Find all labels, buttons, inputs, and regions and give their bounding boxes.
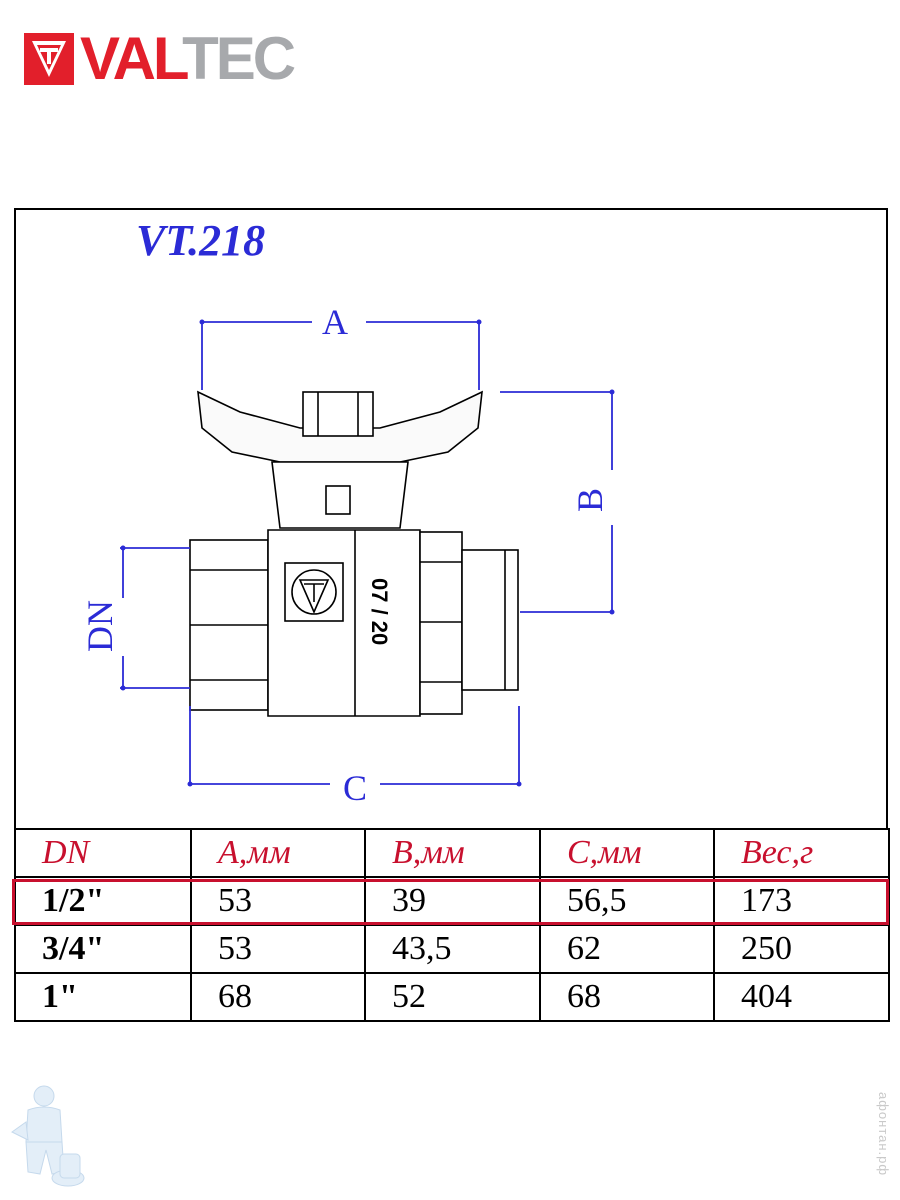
- dim-label-a: A: [322, 302, 348, 342]
- table-row: 1/2" 53 39 56,5 173: [14, 876, 890, 926]
- cell-b: 39: [364, 876, 541, 926]
- valve-drawing: 07 / 20 A B DN C: [80, 302, 615, 808]
- cell-b: 43,5: [364, 924, 541, 974]
- body-logo-icon: [291, 569, 337, 615]
- cell-a: 53: [190, 876, 366, 926]
- col-header-weight: Вес,г: [713, 828, 890, 878]
- table-row: 3/4" 53 43,5 62 250: [14, 924, 890, 974]
- cell-dn: 1/2": [14, 876, 192, 926]
- valtec-logo: VALTEC: [24, 25, 296, 92]
- table-header-row: DN A,мм B,мм C,мм Вес,г: [14, 828, 890, 878]
- cell-weight: 173: [713, 876, 890, 926]
- valve-outline: [189, 390, 519, 717]
- body-marking: 07 / 20: [367, 578, 392, 645]
- cell-b: 52: [364, 972, 541, 1022]
- cell-a: 53: [190, 924, 366, 974]
- cell-a: 68: [190, 972, 366, 1022]
- cell-c: 68: [539, 972, 715, 1022]
- col-header-dn: DN: [14, 828, 192, 878]
- valtec-shield-icon: [24, 33, 74, 85]
- plumber-mascot-icon: [11, 1085, 85, 1187]
- col-header-b: B,мм: [364, 828, 541, 878]
- cell-dn: 3/4": [14, 924, 192, 974]
- dim-label-b: B: [570, 488, 610, 512]
- table-row: 1" 68 52 68 404: [14, 972, 890, 1022]
- dimension-lines: [120, 320, 613, 786]
- col-header-c: C,мм: [539, 828, 715, 878]
- cell-weight: 404: [713, 972, 890, 1022]
- brand-name: VALTEC: [80, 25, 296, 92]
- drawing-frame: [14, 208, 888, 828]
- spec-table: DN A,мм B,мм C,мм Вес,г 1/2" 53 39 56,5 …: [14, 828, 890, 1022]
- site-watermark: афонтан.рф: [876, 1092, 891, 1177]
- dim-label-c: C: [343, 768, 367, 808]
- cell-dn: 1": [14, 972, 192, 1022]
- cell-weight: 250: [713, 924, 890, 974]
- cell-c: 56,5: [539, 876, 715, 926]
- model-title: VT.218: [136, 216, 266, 265]
- col-header-a: A,мм: [190, 828, 366, 878]
- cell-c: 62: [539, 924, 715, 974]
- dim-label-dn: DN: [80, 600, 120, 652]
